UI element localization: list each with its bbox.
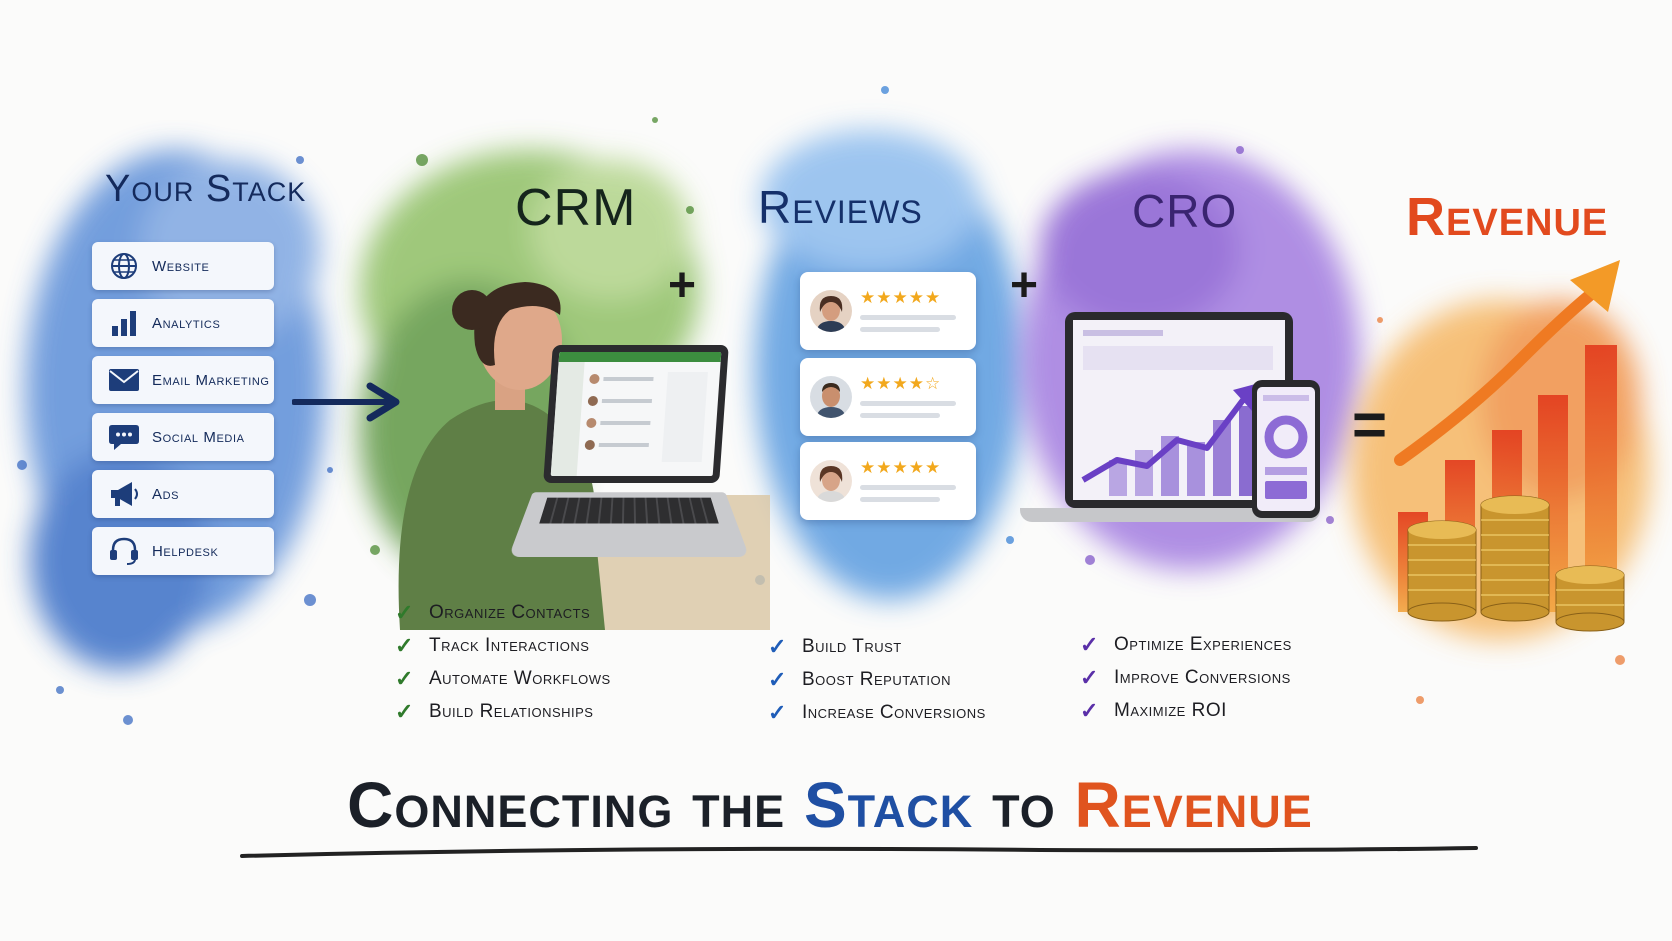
list-item: ✓ Boost Reputation <box>768 663 986 696</box>
list-item: ✓ Build Trust <box>768 630 986 663</box>
stack-item-social-media: Social Media <box>92 413 274 461</box>
benefit-text: Automate Workflows <box>429 667 611 689</box>
list-item: ✓ Improve Conversions <box>1080 661 1292 694</box>
crm-benefits-list: ✓ Organize Contacts ✓ Track Interactions ✓… <box>395 596 611 728</box>
list-item: ✓ Optimize Experiences <box>1080 628 1292 661</box>
crm-laptop-keyboard <box>508 492 750 557</box>
stack-item-label: Website <box>152 257 210 275</box>
review-card: ★★★★★ <box>800 442 976 520</box>
stack-item-label: Analytics <box>152 314 221 332</box>
crm-app-header <box>558 352 722 362</box>
stack-item-ads: Ads <box>92 470 274 518</box>
list-item: ✓ Track Interactions <box>395 629 611 662</box>
benefit-text: Build Trust <box>802 635 902 657</box>
benefit-text: Build Relationships <box>429 700 594 722</box>
crm-title: CRM <box>515 179 637 237</box>
list-item: ✓ Automate Workflows <box>395 662 611 695</box>
donut-chart-icon <box>1263 395 1309 499</box>
headline-part: to <box>992 769 1056 841</box>
brush-underline <box>240 846 1478 858</box>
plus-operator: + <box>1010 259 1039 312</box>
crm-app-sidebar <box>550 362 585 476</box>
list-item: ✓ Build Relationships <box>395 695 611 728</box>
coin-stacks-icon <box>1407 495 1625 632</box>
list-item: ✓ Increase Conversions <box>768 696 986 729</box>
headline-part: Connecting the <box>347 769 786 841</box>
stack-item-label: Social Media <box>152 428 245 446</box>
avatar <box>810 290 852 332</box>
list-item: ✓ Maximize ROI <box>1080 694 1292 727</box>
headline-highlight-revenue: Revenue <box>1074 769 1313 841</box>
right-arrow-icon <box>292 382 400 422</box>
benefit-text: Boost Reputation <box>802 668 951 690</box>
benefit-text: Track Interactions <box>429 634 590 656</box>
crm-laptop <box>543 345 729 483</box>
benefit-text: Organize Contacts <box>429 601 591 623</box>
headline-highlight-stack: Stack <box>803 769 974 841</box>
revenue-title: Revenue <box>1406 187 1609 247</box>
stack-item-analytics: Analytics <box>92 299 274 347</box>
check-icon: ✓ <box>395 665 414 691</box>
chat-bubble-icon <box>106 419 142 455</box>
cro-phone <box>1252 380 1320 518</box>
envelope-icon <box>106 362 142 398</box>
check-icon: ✓ <box>1080 697 1099 723</box>
globe-icon <box>106 248 142 284</box>
star-rating: ★★★★★ <box>860 458 942 477</box>
stack-item-website: Website <box>92 242 274 290</box>
cro-title: CRO <box>1132 185 1238 237</box>
check-icon: ✓ <box>768 699 787 725</box>
review-card: ★★★★★ <box>800 272 976 350</box>
review-card: ★★★★☆ <box>800 358 976 436</box>
reviews-benefits-list: ✓ Build Trust ✓ Boost Reputation ✓ Increase… <box>768 630 986 729</box>
equals-operator: = <box>1352 391 1388 458</box>
cro-benefits-list: ✓ Optimize Experiences ✓ Improve Conversio… <box>1080 628 1292 727</box>
stack-item-label: Email Marketing <box>152 371 270 389</box>
avatar <box>810 376 852 418</box>
check-icon: ✓ <box>768 666 787 692</box>
bar-chart-icon <box>106 305 142 341</box>
avatar <box>810 460 852 502</box>
benefit-text: Increase Conversions <box>802 701 986 723</box>
list-item: ✓ Organize Contacts <box>395 596 611 629</box>
crm-app-screen <box>550 352 722 476</box>
stack-item-email-marketing: Email Marketing <box>92 356 274 404</box>
cro-dashboard-screen <box>1073 320 1285 500</box>
star-rating: ★★★★★ <box>860 288 942 307</box>
cro-laptop-base <box>1020 508 1320 522</box>
check-icon: ✓ <box>395 632 414 658</box>
stack-item-label: Ads <box>152 485 180 503</box>
check-icon: ✓ <box>1080 631 1099 657</box>
check-icon: ✓ <box>395 599 414 625</box>
benefit-text: Maximize ROI <box>1114 699 1227 721</box>
star-rating: ★★★★☆ <box>860 374 942 393</box>
stack-item-label: Helpdesk <box>152 542 219 560</box>
headline: Connecting the Stack to Revenue <box>230 768 1430 842</box>
benefit-text: Improve Conversions <box>1114 666 1291 688</box>
stack-title: Your Stack <box>105 168 307 210</box>
reviews-title: Reviews <box>758 181 923 233</box>
megaphone-icon <box>106 476 142 512</box>
check-icon: ✓ <box>1080 664 1099 690</box>
revenue-growth-illustration <box>1394 260 1625 632</box>
check-icon: ✓ <box>395 698 414 724</box>
plus-operator: + <box>668 259 697 312</box>
check-icon: ✓ <box>768 633 787 659</box>
headset-icon <box>106 533 142 569</box>
benefit-text: Optimize Experiences <box>1114 633 1292 655</box>
stack-item-helpdesk: Helpdesk <box>92 527 274 575</box>
